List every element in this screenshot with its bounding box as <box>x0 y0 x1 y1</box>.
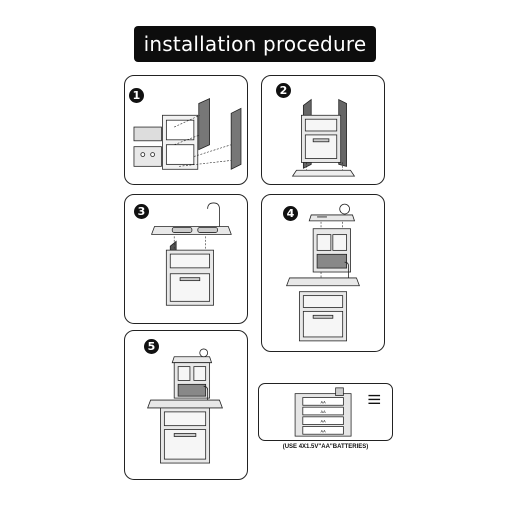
step-2-illustration <box>291 98 356 177</box>
step-5-panel: 5 <box>124 330 248 480</box>
step-4-panel: 4 <box>261 194 385 352</box>
battery-cell-1-label: AA <box>321 400 327 404</box>
battery-note: (USE 4X1.5V"AA"BATTERIES) <box>282 444 369 450</box>
battery-compartment-illustration: AA AA AA AA <box>294 387 381 437</box>
step-3-panel: 3 <box>124 194 248 324</box>
battery-cell-2-label: AA <box>321 410 327 414</box>
step-5-number: 5 <box>144 339 159 354</box>
step-1-panel: 1 <box>124 75 248 185</box>
step-4-illustration <box>286 203 360 342</box>
battery-panel: AA AA AA AA <box>258 383 393 441</box>
step-5-illustration <box>147 348 223 464</box>
equals-icon <box>368 394 381 404</box>
title-bar: installation procedure <box>134 26 376 62</box>
step-1-number: 1 <box>129 88 144 103</box>
step-2-panel: 2 <box>261 75 385 185</box>
battery-cell-3-label: AA <box>321 420 327 424</box>
step-4-number: 4 <box>283 206 298 221</box>
step-3-number: 3 <box>134 204 149 219</box>
step-1-illustration <box>133 97 242 170</box>
page-title: installation procedure <box>143 32 367 56</box>
step-2-number: 2 <box>276 83 291 98</box>
battery-cell-4-label: AA <box>321 429 327 433</box>
step-3-illustration <box>150 202 232 306</box>
